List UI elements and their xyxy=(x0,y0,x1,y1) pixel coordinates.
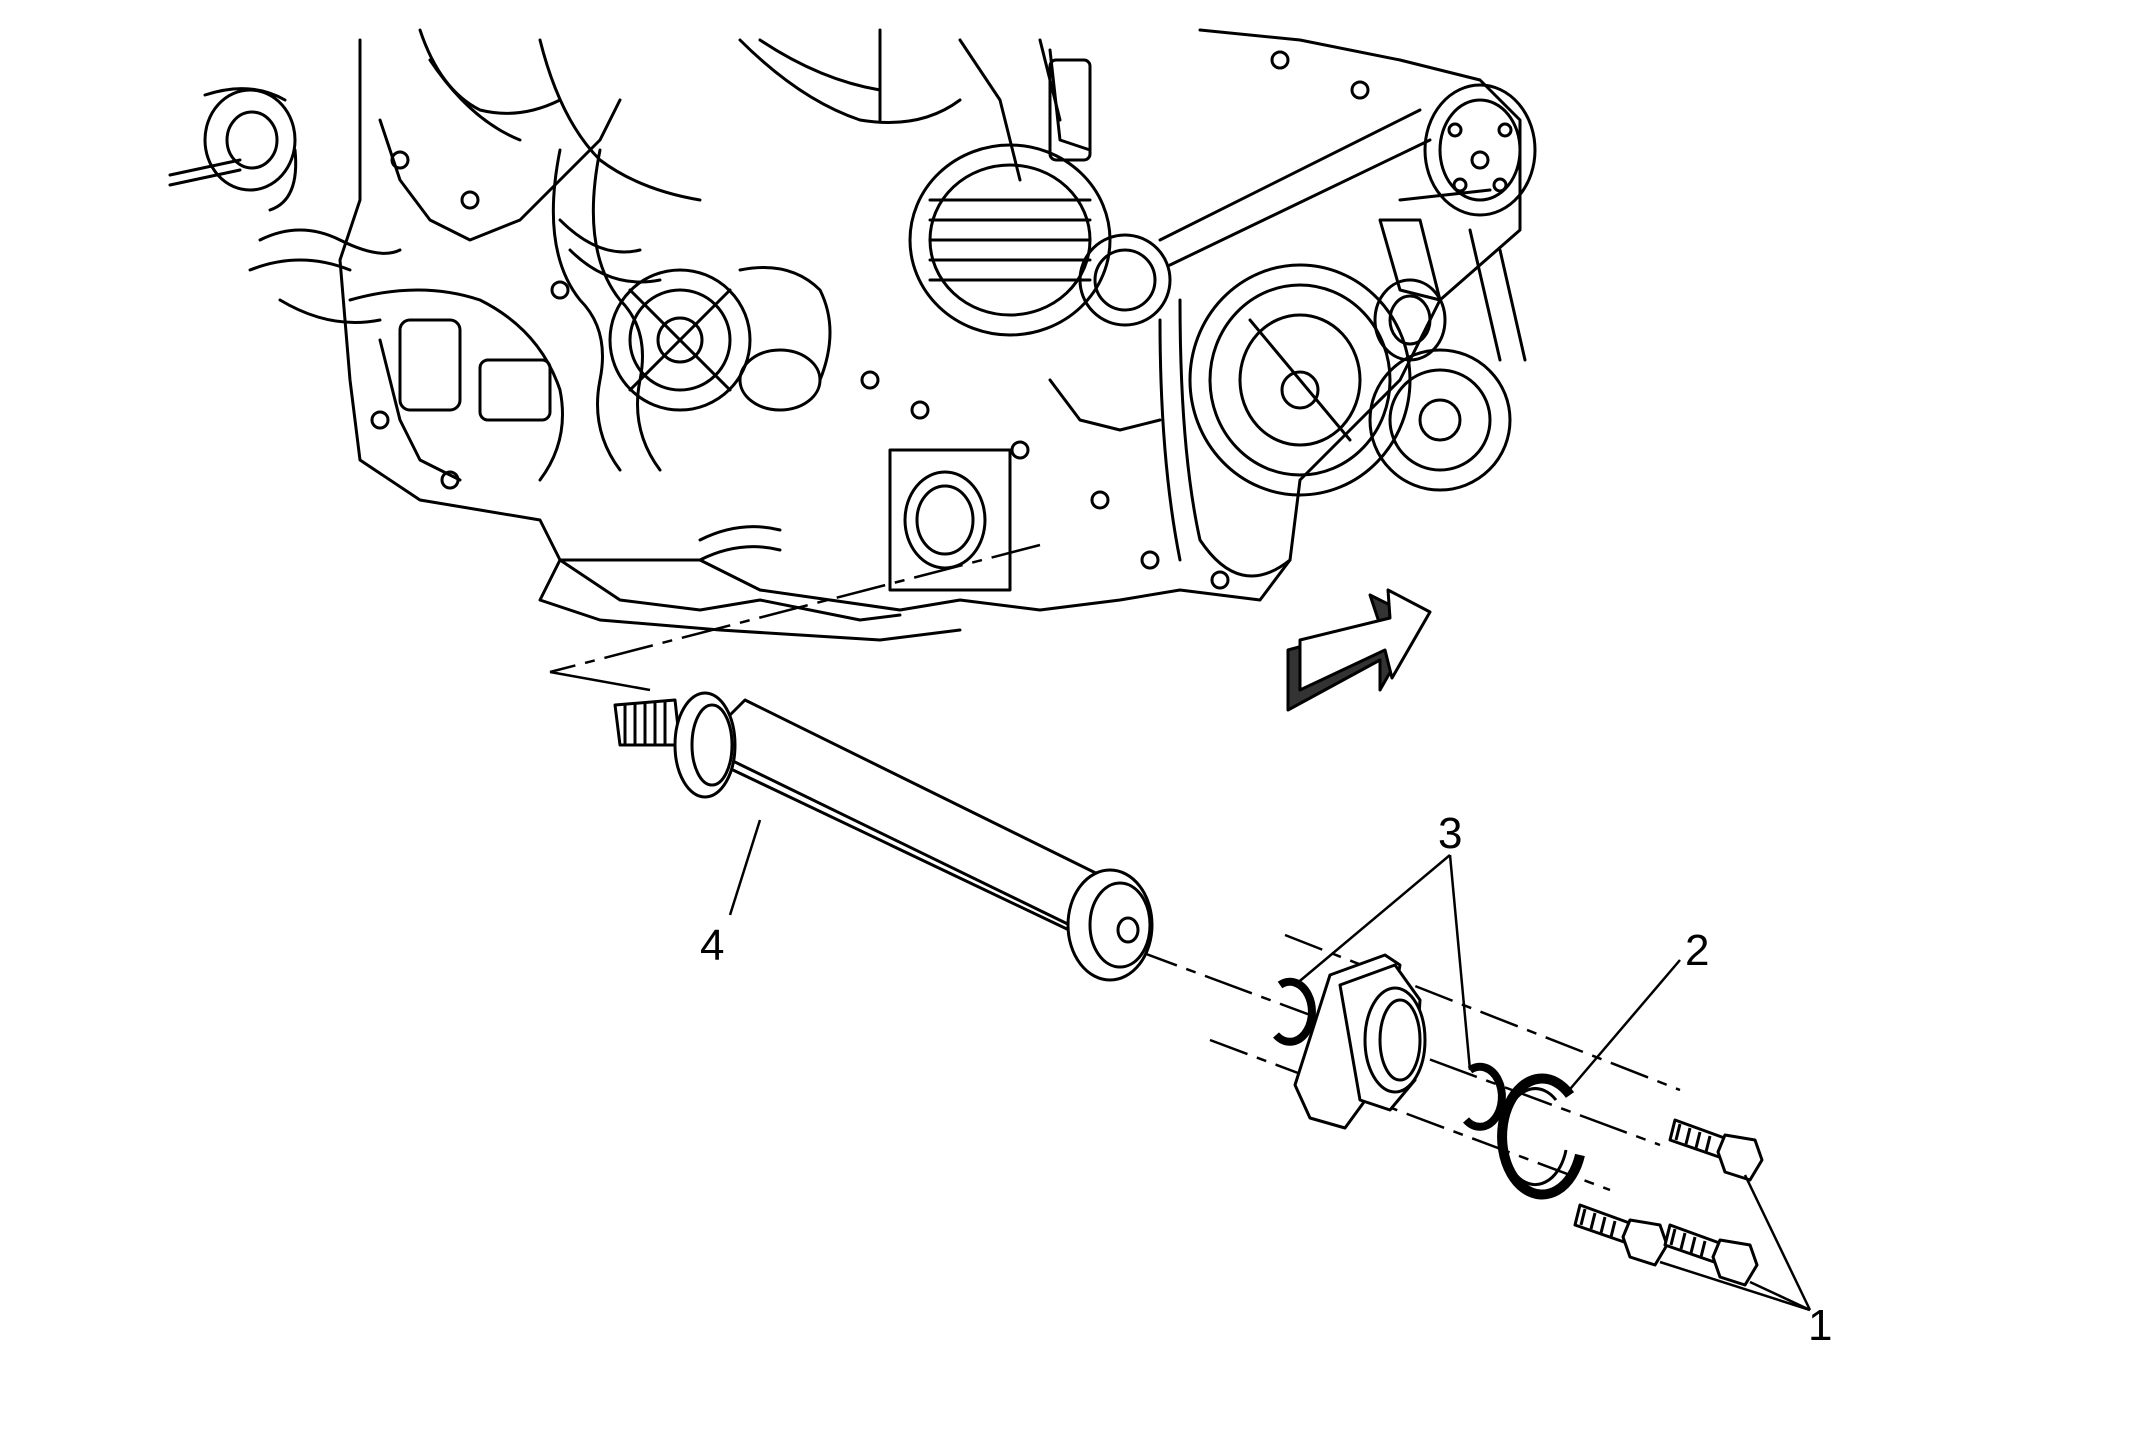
arrow-face xyxy=(1298,588,1432,692)
bolt-lower-right xyxy=(1663,1223,1759,1287)
seal-right xyxy=(1463,1062,1506,1131)
callout-3: 3 xyxy=(1438,809,1462,858)
callout-4: 4 xyxy=(700,921,724,970)
snap-ring xyxy=(1497,1073,1585,1200)
bearing-housing xyxy=(1293,953,1427,1130)
engine-assembly xyxy=(168,28,1537,642)
callout-1: 1 xyxy=(1808,1301,1832,1350)
bolt-upper xyxy=(1668,1118,1764,1182)
bore-leader-return xyxy=(549,670,651,692)
bolt-lower-left xyxy=(1573,1203,1669,1267)
callout-leaders xyxy=(728,819,1812,1312)
bore-leader-line xyxy=(549,543,1041,674)
front-direction-arrow xyxy=(1286,588,1432,712)
lower-assembly-line xyxy=(1209,1038,1611,1192)
intermediate-shaft xyxy=(613,691,1154,982)
callout-2: 2 xyxy=(1685,926,1709,975)
upper-assembly-line xyxy=(1284,933,1681,1092)
seal-left xyxy=(1273,977,1316,1046)
